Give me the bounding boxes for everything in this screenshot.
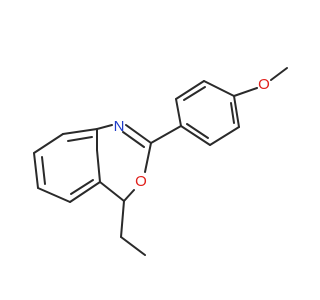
double-bond-inner [230,102,235,124]
bond [270,67,288,81]
structure-diagram: N O O [33,67,288,256]
bond [150,125,182,144]
bond [33,133,64,154]
bond [96,149,101,183]
molecule-drawing: N O O [33,67,288,256]
ethyl-group [120,200,146,256]
bond-n-c [125,124,152,144]
nitrogen-atom-label: N [114,118,125,135]
bond [209,126,240,146]
double-bond-inner [186,123,209,139]
oxazine-ring [96,124,152,202]
bond [175,80,205,100]
methoxyphenyl-ring [175,80,240,146]
bond [33,152,39,189]
bond [203,80,235,97]
bond [233,95,240,128]
bond [233,87,258,97]
bond [96,124,113,130]
bond [120,200,125,238]
bond [69,181,101,203]
double-bond-inner [183,86,206,101]
bond [99,181,125,202]
bond-o-c [123,189,135,202]
double-bond-c-n [122,131,145,148]
double-bond-inner [67,136,93,142]
bond [180,125,211,146]
bond [62,128,98,135]
bond [175,98,182,127]
ring-oxygen-atom-label: O [135,173,147,190]
methoxy-oxygen-atom-label: O [258,76,270,93]
bond [37,187,71,203]
benzo-ring [33,128,101,203]
double-bond-inner [70,179,94,195]
double-bond-inner [41,156,46,185]
bond-c-o [144,142,152,173]
methoxy-group [233,67,288,97]
bond [120,236,146,256]
